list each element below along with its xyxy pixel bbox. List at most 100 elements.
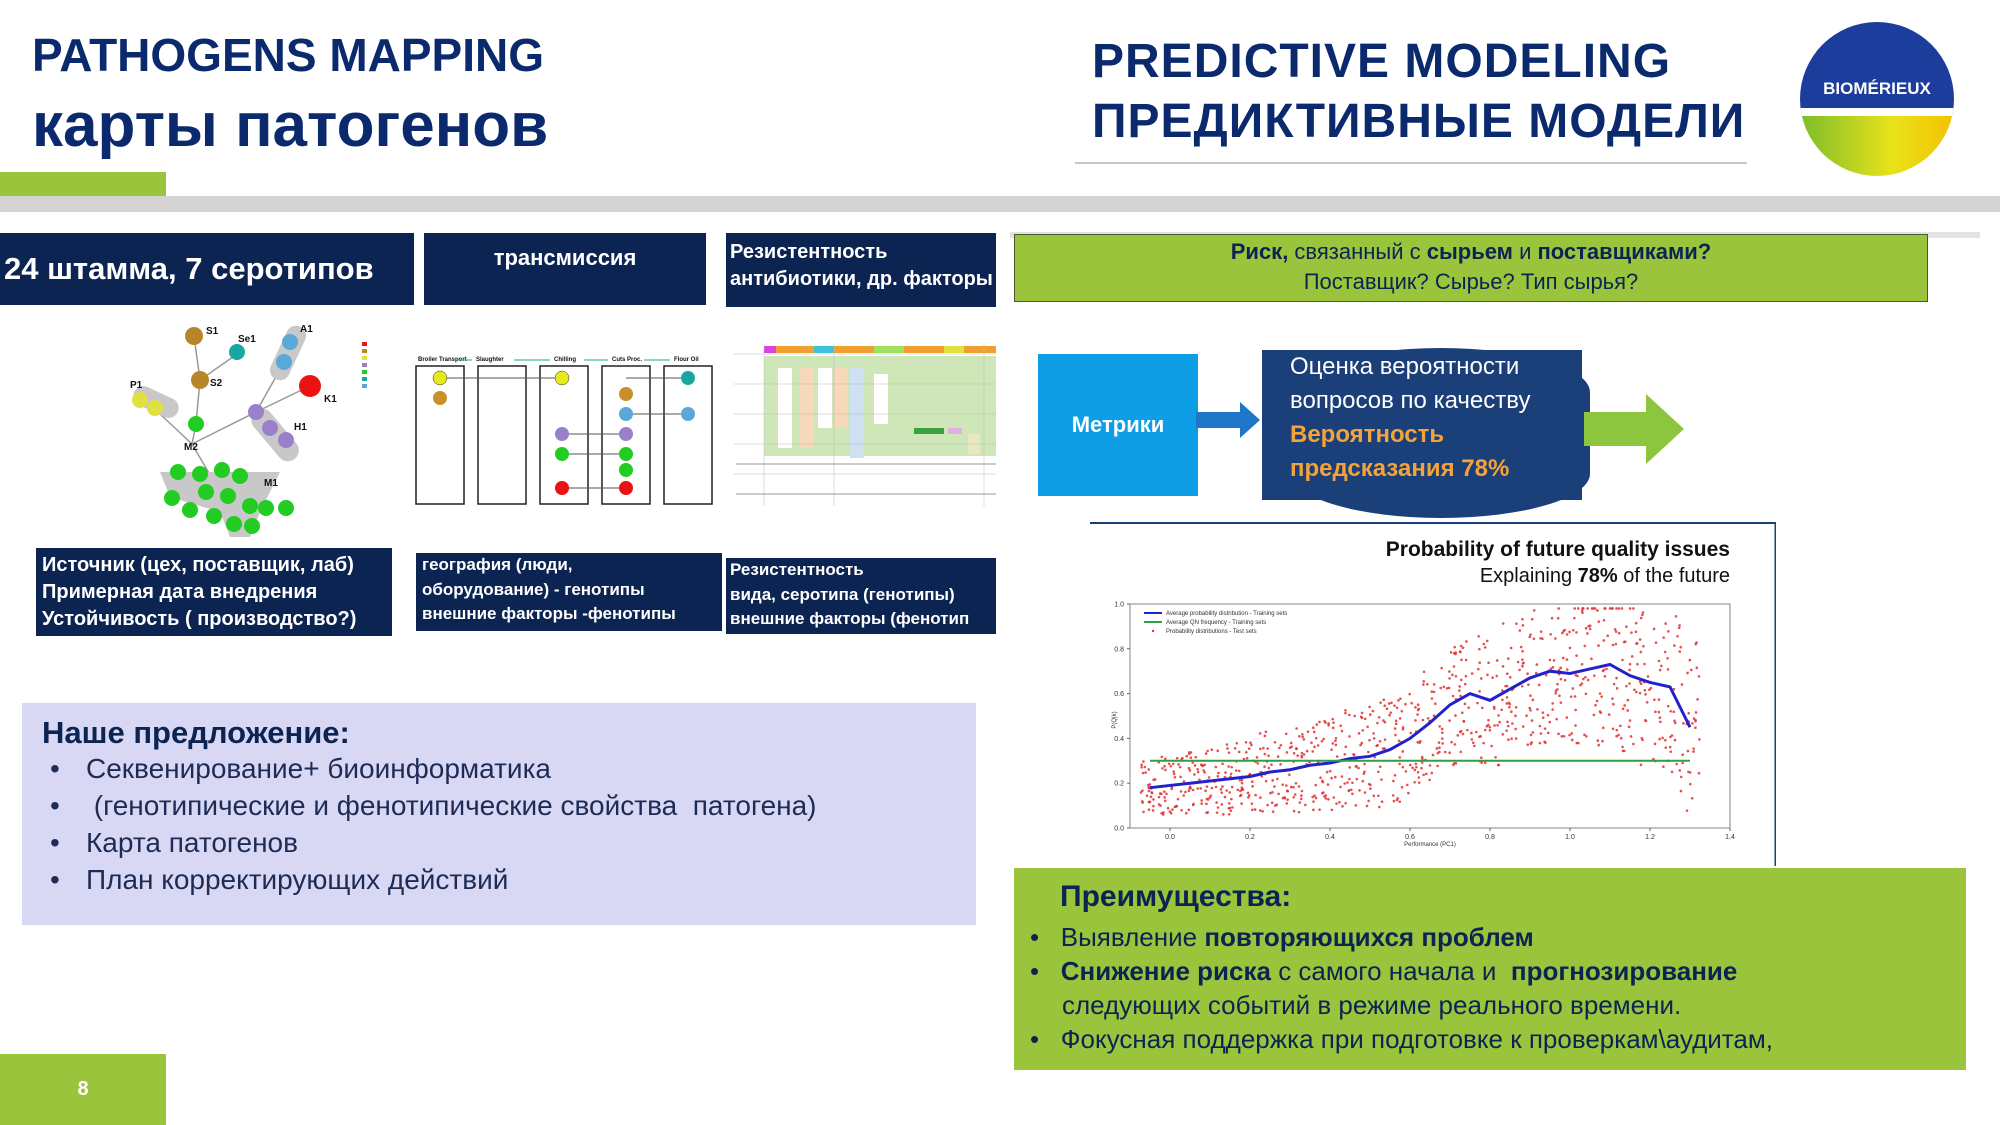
scatter-point bbox=[1180, 808, 1183, 812]
scatter-point bbox=[1636, 662, 1639, 666]
scatter-point bbox=[1263, 752, 1267, 756]
scatter-point bbox=[1575, 631, 1578, 634]
scatter-point bbox=[1694, 726, 1697, 729]
scatter-point bbox=[1639, 616, 1643, 620]
scatter-point bbox=[1645, 701, 1649, 704]
scatter-point bbox=[1462, 720, 1466, 723]
scatter-point bbox=[1311, 795, 1314, 799]
scatter-point bbox=[1420, 761, 1424, 764]
scatter-point bbox=[1196, 770, 1200, 774]
scatter-point bbox=[1173, 775, 1177, 779]
scatter-point bbox=[1217, 771, 1220, 775]
scatter-point bbox=[1674, 615, 1678, 618]
scatter-point bbox=[1313, 745, 1316, 749]
scatter-point bbox=[1435, 747, 1439, 750]
scatter-point bbox=[1367, 750, 1370, 754]
scatter-point bbox=[1324, 794, 1328, 797]
scatter-point bbox=[1230, 785, 1234, 789]
scatter-point bbox=[1695, 666, 1699, 670]
scatter-point bbox=[1432, 690, 1436, 694]
scatter-point bbox=[1408, 763, 1412, 767]
scatter-point bbox=[1615, 734, 1618, 738]
trans-col-4: Cuts Proc. bbox=[612, 357, 642, 363]
scatter-point bbox=[1514, 737, 1518, 740]
scatter-point bbox=[1355, 764, 1358, 768]
scatter-point bbox=[1479, 677, 1483, 680]
scatter-point bbox=[1590, 607, 1594, 610]
scatter-point bbox=[1501, 689, 1504, 692]
scatter-point bbox=[1612, 702, 1615, 706]
y-tick-label: 1.0 bbox=[1114, 602, 1124, 609]
scatter-point bbox=[1163, 790, 1166, 793]
scatter-point bbox=[1376, 743, 1379, 747]
list-item: •Секвенирование+ биоинформатика bbox=[50, 753, 552, 784]
scatter-point bbox=[1417, 776, 1421, 779]
scatter-point bbox=[1643, 662, 1646, 666]
scatter-point bbox=[1639, 763, 1643, 767]
scatter-point bbox=[1460, 711, 1464, 715]
trans-col-1: Broiler Transport bbox=[418, 357, 467, 363]
scatter-point bbox=[1351, 792, 1354, 796]
scatter-point bbox=[1506, 724, 1510, 728]
scatter-point bbox=[1617, 631, 1621, 635]
scatter-point bbox=[1405, 783, 1409, 787]
scatter-point bbox=[1394, 733, 1397, 737]
scatter-point bbox=[1289, 785, 1293, 789]
scatter-point bbox=[1447, 686, 1451, 690]
scatter-point bbox=[1407, 791, 1410, 795]
scatter-point bbox=[1254, 793, 1257, 797]
scatter-point bbox=[1519, 645, 1523, 649]
advantages-list: • Выявление повторяющихся проблем • Сниж… bbox=[1030, 920, 1773, 1056]
scatter-point bbox=[1551, 665, 1555, 669]
scatter-point bbox=[1448, 670, 1451, 673]
scatter-point bbox=[1302, 753, 1306, 756]
scatter-point bbox=[1678, 769, 1682, 772]
scatter-point bbox=[1409, 731, 1413, 735]
scatter-point bbox=[1541, 637, 1544, 641]
scatter-point bbox=[1389, 711, 1393, 714]
scatter-point bbox=[1571, 687, 1575, 690]
label-s1: S1 bbox=[206, 326, 219, 337]
scatter-point bbox=[1228, 806, 1232, 810]
scatter-point bbox=[1485, 639, 1489, 643]
scatter-point bbox=[1332, 796, 1336, 799]
scatter-point bbox=[1596, 739, 1600, 742]
scatter-point bbox=[1480, 706, 1484, 710]
scatter-point bbox=[1632, 742, 1635, 746]
scatter-point bbox=[1237, 769, 1241, 773]
scatter-point bbox=[1487, 718, 1490, 722]
assessment-line1: Оценка вероятности bbox=[1290, 353, 1520, 380]
resistance-line2: антибиотики, др. факторы bbox=[730, 268, 993, 290]
scatter-point bbox=[1344, 745, 1348, 749]
scatter-point bbox=[1284, 732, 1288, 736]
scatter-point bbox=[1369, 787, 1372, 790]
scatter-point bbox=[1334, 736, 1338, 740]
scatter-point bbox=[1184, 811, 1188, 815]
scatter-point bbox=[1638, 691, 1642, 695]
scatter-point bbox=[1549, 632, 1552, 636]
scatter-point bbox=[1292, 751, 1296, 755]
scatter-point bbox=[1539, 630, 1543, 633]
scatter-point bbox=[1639, 682, 1643, 686]
chart-series bbox=[1149, 662, 1692, 790]
x-tick-label: 0.4 bbox=[1325, 834, 1335, 841]
scatter-point bbox=[1278, 746, 1281, 750]
x-tick-label: 1.0 bbox=[1565, 834, 1575, 841]
scatter-point bbox=[1621, 658, 1624, 662]
scatter-point bbox=[1273, 740, 1277, 744]
scatter-point bbox=[1660, 664, 1663, 668]
scatter-point bbox=[1590, 657, 1593, 661]
scatter-point bbox=[1316, 744, 1320, 747]
scatter-point bbox=[1571, 628, 1575, 632]
scatter-point bbox=[1298, 801, 1302, 804]
scatter-point bbox=[1219, 788, 1223, 791]
scatter-point bbox=[1595, 699, 1599, 703]
scatter-point bbox=[1448, 677, 1451, 680]
scatter-point bbox=[1628, 682, 1631, 685]
scatter-point bbox=[1548, 658, 1552, 662]
list-item-continuation: следующих событий в режиме реального вре… bbox=[1062, 990, 1682, 1020]
scatter-point bbox=[1302, 738, 1306, 741]
scatter-point bbox=[1157, 795, 1161, 799]
scatter-point bbox=[1139, 791, 1143, 794]
list-item: •Карта патогенов bbox=[50, 827, 298, 858]
